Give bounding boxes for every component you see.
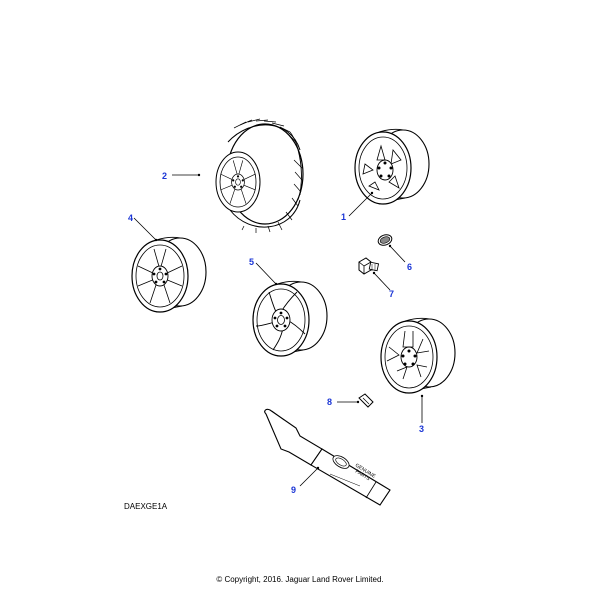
leader-line-7 bbox=[373, 272, 391, 291]
callout-1[interactable]: 1 bbox=[341, 212, 347, 222]
wheel-item-4 bbox=[131, 236, 207, 313]
wheel-item-1 bbox=[354, 128, 430, 205]
wheel-item-5 bbox=[252, 280, 328, 357]
drawing-code: DAEXGE1A bbox=[124, 502, 168, 511]
centre-cap-item-6 bbox=[377, 234, 393, 246]
callout-4[interactable]: 4 bbox=[128, 213, 134, 223]
callout-7[interactable]: 7 bbox=[389, 289, 395, 299]
wheel-and-tyre-item-2 bbox=[215, 118, 304, 233]
touch-up-pen-item-9 bbox=[264, 408, 391, 506]
callout-2[interactable]: 2 bbox=[162, 171, 168, 181]
leader-line-4 bbox=[133, 217, 157, 241]
leader-line-9 bbox=[299, 467, 319, 487]
callout-6[interactable]: 6 bbox=[407, 262, 413, 272]
wheel-nut-item-7 bbox=[358, 257, 380, 275]
wheel-item-3 bbox=[380, 317, 456, 394]
callout-9[interactable]: 9 bbox=[291, 485, 297, 495]
clip-item-8 bbox=[358, 393, 374, 408]
copyright-notice: © Copyright, 2016. Jaguar Land Rover Lim… bbox=[216, 575, 384, 584]
leader-line-6 bbox=[389, 245, 406, 263]
leader-lines bbox=[133, 174, 423, 487]
leader-arrowheads bbox=[154, 173, 424, 470]
callout-8[interactable]: 8 bbox=[327, 397, 333, 407]
callout-5[interactable]: 5 bbox=[249, 257, 255, 267]
leader-line-5 bbox=[255, 262, 277, 285]
leader-line-1 bbox=[348, 192, 373, 217]
callout-3[interactable]: 3 bbox=[419, 424, 425, 434]
